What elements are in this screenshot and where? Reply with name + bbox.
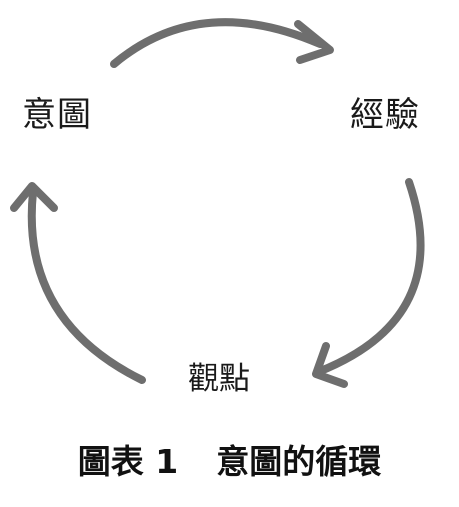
figure-label: 圖表 1: [77, 442, 179, 481]
arrowhead-viewpoint-to-intention: [10, 182, 58, 212]
arrow-experience-to-viewpoint: [314, 178, 425, 376]
figure-title: 意圖的循環: [216, 442, 382, 481]
node-experience: 經驗: [350, 95, 420, 135]
arrowhead-experience-to-viewpoint: [312, 342, 348, 388]
node-intention: 意圖: [22, 95, 92, 135]
arrowhead-intention-to-experience: [294, 20, 334, 64]
figure-caption: 圖表 1 意圖的循環: [0, 445, 459, 478]
arrow-intention-to-experience: [110, 18, 324, 68]
node-viewpoint: 觀點: [188, 361, 250, 397]
arrow-viewpoint-to-intention: [27, 188, 146, 384]
